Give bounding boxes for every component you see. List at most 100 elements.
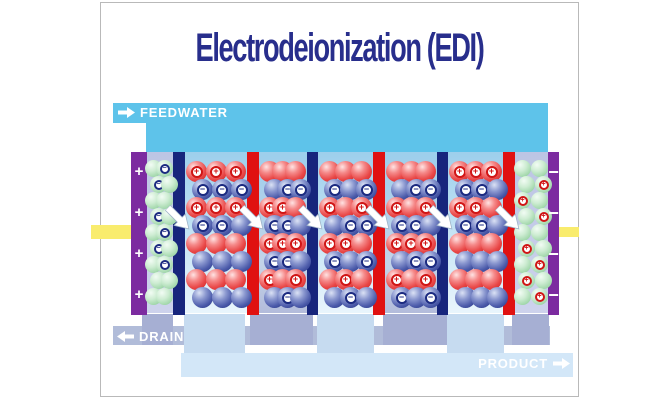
resin-bead-red [465, 269, 486, 290]
drain-label: DRAIN [117, 329, 184, 344]
ion-charge-badge: − [344, 291, 357, 304]
resin-bead-red [225, 269, 246, 290]
resin-bead-blue: − [192, 179, 213, 200]
concentrate-outlet-tab [250, 314, 313, 345]
resin-bead-red [481, 269, 502, 290]
resin-bead-red [335, 161, 356, 182]
resin-bead-blue [211, 287, 233, 308]
resin-bead-green: + [535, 208, 552, 225]
resin-bead-green [535, 272, 552, 289]
ion-charge-badge: − [159, 259, 170, 270]
resin-bead-red [449, 233, 470, 254]
resin-bead-blue: − [324, 179, 345, 200]
ion-charge-badge: − [475, 219, 488, 232]
resin-bead-green: + [514, 192, 531, 209]
resin-bead-blue [455, 251, 476, 272]
resin-bead-blue: − [420, 251, 441, 272]
ion-migration-arrow [161, 201, 196, 236]
resin-bead-red: + [449, 161, 470, 182]
resin-bead-green: − [156, 256, 173, 273]
resin-bead-green [156, 288, 173, 305]
resin-bead-blue [231, 251, 252, 272]
resin-bead-red: + [449, 197, 470, 218]
feedwater-manifold [146, 103, 548, 152]
ion-charge-badge: − [196, 219, 209, 232]
ion-charge-badge: + [210, 201, 222, 214]
ion-charge-badge: + [190, 165, 203, 178]
resin-bead-red: + [225, 161, 246, 182]
ion-charge-badge: + [521, 275, 532, 286]
resin-bead-blue: − [324, 251, 345, 272]
resin-bead-red: + [186, 161, 207, 182]
ion-charge-badge: − [328, 183, 341, 196]
ion-charge-badge: + [289, 237, 302, 250]
ion-charge-badge: − [159, 163, 170, 174]
resin-bead-red [465, 233, 486, 254]
resin-bead-blue [340, 179, 361, 200]
resin-bead-blue [487, 179, 508, 200]
resin-bead-red [186, 269, 207, 290]
resin-bead-green [518, 208, 535, 225]
resin-bead-blue [340, 251, 361, 272]
ion-charge-badge: − [424, 291, 437, 304]
resin-bead-blue: − [356, 179, 377, 200]
ion-charge-badge: + [229, 165, 242, 178]
ion-charge-badge: + [323, 237, 336, 250]
ion-charge-badge: + [339, 237, 352, 250]
power-connector-left [91, 225, 132, 239]
ion-charge-badge: − [294, 183, 307, 196]
feedwater-label-text: FEEDWATER [140, 105, 228, 120]
resin-bead-green [531, 192, 548, 209]
ion-charge-badge: − [159, 227, 170, 238]
resin-bead-red [319, 269, 340, 290]
resin-bead-red: + [225, 197, 246, 218]
slide-border [100, 2, 579, 397]
ion-charge-badge: − [344, 219, 357, 232]
resin-bead-red: + [205, 197, 227, 218]
resin-bead-red: + [415, 269, 436, 290]
feedwater-label: FEEDWATER [118, 105, 228, 120]
resin-bead-green [514, 160, 531, 177]
ion-charge-badge: − [360, 183, 373, 196]
ion-charge-badge: + [453, 165, 466, 178]
resin-bead-red: + [285, 233, 306, 254]
ion-migration-arrow [361, 201, 396, 236]
ion-charge-badge: − [235, 183, 248, 196]
resin-bead-blue [455, 287, 476, 308]
resin-bead-green: + [518, 272, 535, 289]
resin-bead-red [205, 233, 227, 254]
resin-bead-red: + [335, 233, 356, 254]
resin-bead-red [225, 233, 246, 254]
concentrate-outlet-tab [142, 314, 173, 345]
ion-charge-badge: + [289, 273, 302, 286]
ion-charge-badge: + [323, 201, 336, 214]
resin-bead-blue: − [356, 251, 377, 272]
ion-charge-badge: − [196, 183, 209, 196]
resin-bead-blue: − [455, 215, 476, 236]
ion-charge-badge: − [216, 219, 228, 232]
ion-migration-arrow [235, 201, 270, 236]
product-manifold [181, 353, 573, 377]
resin-bead-red [205, 269, 227, 290]
ion-charge-badge: + [453, 201, 466, 214]
ion-charge-badge: − [410, 255, 422, 268]
resin-bead-green [161, 272, 178, 289]
ion-charge-badge: + [534, 259, 545, 270]
ion-charge-badge: + [485, 165, 498, 178]
resin-bead-green: − [156, 224, 173, 241]
left-arrow-icon [117, 331, 134, 342]
page-title: Electrodeionization (EDI) [195, 26, 485, 70]
resin-bead-blue: − [405, 215, 427, 236]
resin-bead-red: + [335, 269, 356, 290]
resin-bead-red: + [465, 161, 486, 182]
resin-bead-blue: − [356, 215, 377, 236]
product-outlet-column [317, 314, 374, 353]
ion-charge-badge: + [469, 165, 482, 178]
ion-charge-badge: + [469, 201, 482, 214]
resin-bead-blue [290, 287, 311, 308]
resin-bead-blue [356, 287, 377, 308]
resin-bead-blue: − [471, 179, 492, 200]
ion-charge-badge: + [538, 179, 549, 190]
